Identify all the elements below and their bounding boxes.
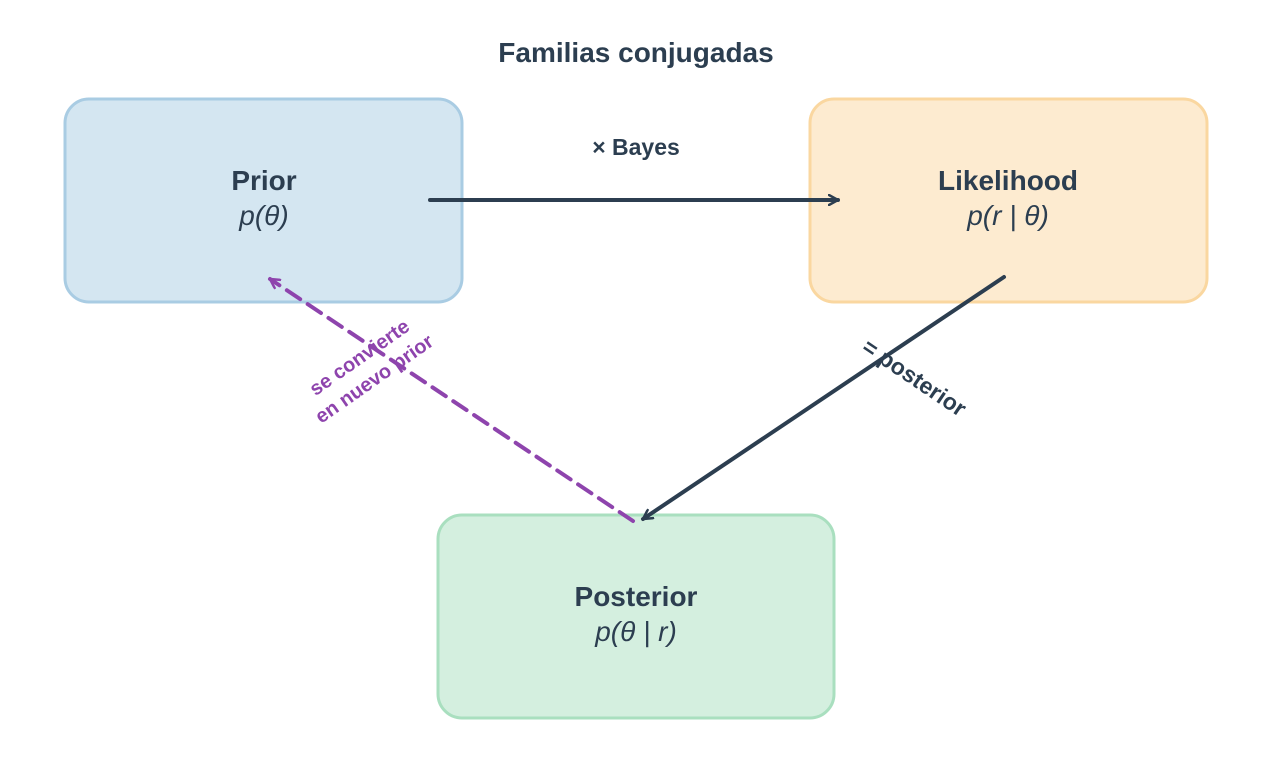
likelihood-node: Likelihood p(r | θ) <box>808 97 1209 304</box>
prior-node: Prior p(θ) <box>63 97 464 304</box>
posterior-arrow <box>641 275 1006 521</box>
posterior-edge: = posterior <box>641 275 1006 521</box>
bayes-edge: × Bayes <box>428 134 840 200</box>
new-prior-edge: se convierte en nuevo prior <box>268 277 635 523</box>
prior-formula: p(θ) <box>238 200 288 231</box>
diagram-title: Familias conjugadas <box>498 37 773 68</box>
posterior-formula: p(θ | r) <box>594 616 677 647</box>
bayes-label: × Bayes <box>592 134 680 160</box>
posterior-edge-label: = posterior <box>858 333 972 421</box>
new-prior-arrow <box>268 277 635 523</box>
prior-label: Prior <box>231 165 296 196</box>
posterior-label: Posterior <box>575 581 698 612</box>
posterior-node: Posterior p(θ | r) <box>436 513 836 720</box>
likelihood-label: Likelihood <box>938 165 1078 196</box>
likelihood-formula: p(r | θ) <box>966 200 1049 231</box>
posterior-box <box>436 513 836 720</box>
